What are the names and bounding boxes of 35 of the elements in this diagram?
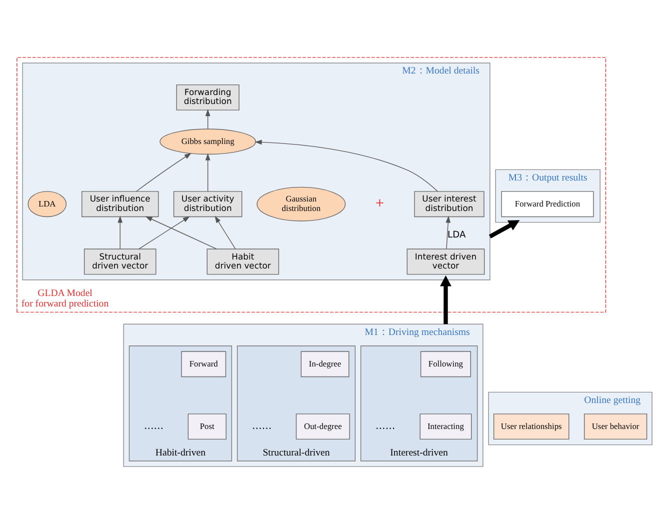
edge-label: LDA — [448, 230, 466, 240]
node-box: Interacting — [420, 413, 472, 440]
node-box: Forwarding distribution — [176, 84, 240, 110]
node-box: Following — [420, 350, 471, 377]
arrow — [205, 108, 210, 129]
node-ellipse: Gaussian distribution — [256, 186, 346, 221]
arrow — [145, 216, 217, 249]
label: + — [375, 194, 384, 212]
node-ellipse: LDA — [28, 190, 67, 217]
arrow — [136, 152, 192, 192]
arrow — [205, 152, 210, 192]
label: …… — [252, 420, 272, 432]
arrow — [138, 216, 190, 249]
node-box: User interest distribution — [414, 190, 484, 217]
node-box: In-degree — [300, 350, 350, 377]
arrow — [440, 274, 452, 324]
node-box: Forward Prediction — [501, 190, 594, 217]
arrow — [254, 139, 438, 192]
arrow — [446, 215, 451, 249]
node-box: Out-degree — [296, 413, 350, 440]
node-box: User influence distribution — [82, 190, 159, 217]
node-box: Interest driven vector — [406, 248, 485, 274]
node-box: Habit driven vector — [206, 248, 280, 274]
node-box: Structural driven vector — [84, 248, 156, 274]
node-box: User relationships — [493, 413, 570, 440]
arrow — [214, 215, 236, 249]
node-box: User behavior — [584, 413, 648, 440]
arrow — [488, 220, 520, 238]
node-box: User activity distribution — [173, 190, 242, 217]
node-box: Post — [188, 413, 226, 440]
label: …… — [144, 420, 164, 432]
node-ellipse: Gibbs sampling — [160, 128, 256, 154]
label: …… — [376, 420, 396, 432]
node-box: Forward — [181, 350, 226, 377]
arrow — [118, 215, 123, 249]
